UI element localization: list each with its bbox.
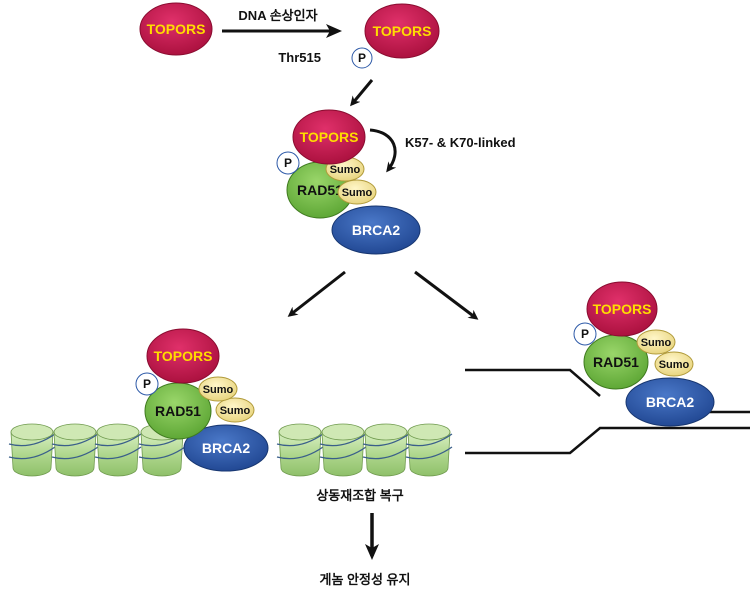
rad51-label: RAD51 [297, 182, 343, 198]
rad51-label: RAD51 [155, 403, 201, 419]
phospho-badge [351, 47, 373, 69]
topors-label: TOPORS [593, 301, 652, 317]
chromatin-fiber [8, 423, 453, 477]
dna-wrap [405, 446, 453, 460]
complex-middle: BRCA2 RAD51 Sumo Sumo TOPORS P K57- & K7… [276, 109, 516, 255]
nucleosome [51, 423, 99, 477]
sumo-label: Sumo [220, 405, 251, 417]
dna-wrap [51, 433, 99, 447]
nucleosome [94, 423, 142, 477]
dna-wrap [276, 446, 324, 460]
phospho-label: P [358, 51, 366, 65]
genome-stability-caption: 게놈 안정성 유지 [320, 572, 411, 587]
thr515-caption: Thr515 [278, 50, 321, 65]
phospho-label: P [581, 327, 589, 341]
nucleosome [362, 423, 410, 477]
dna-wrap [138, 446, 186, 460]
complex-dsb: BRCA2 RAD51 Sumo Sumo TOPORS P [573, 281, 715, 427]
dna-wrap [276, 433, 324, 447]
dna-wrap [319, 446, 367, 460]
dna-wrap [362, 446, 410, 460]
dna-wrap [94, 433, 142, 447]
phospho-label: P [143, 377, 151, 391]
topors-phosphorylated: TOPORS P Thr515 [278, 3, 440, 69]
dna-damage-caption: DNA 손상인자 [238, 8, 317, 23]
hr-repair-caption: 상동재조합 복구 [316, 488, 403, 503]
brca2-label: BRCA2 [646, 394, 694, 410]
nucleosome [8, 423, 56, 477]
sumo-label: Sumo [342, 187, 373, 199]
dna-strand-top [465, 368, 601, 397]
brca2-label: BRCA2 [202, 440, 250, 456]
nucleosome [319, 423, 367, 477]
sumoylation-arrow [369, 128, 397, 173]
rad51-label: RAD51 [593, 354, 639, 370]
nucleosome [405, 423, 453, 477]
sumo-label: Sumo [203, 384, 234, 396]
down-arrow-1 [350, 79, 374, 107]
sumo-linkage-caption: K57- & K70-linked [405, 135, 516, 150]
topors-unmodified: TOPORS [139, 2, 213, 56]
arrow-to-dsb [414, 270, 479, 320]
dna-wrap [405, 433, 453, 447]
brca2-label: BRCA2 [352, 222, 400, 238]
dna-damage-arrow: DNA 손상인자 [222, 8, 342, 38]
dna-wrap [51, 446, 99, 460]
dna-wrap [319, 433, 367, 447]
sumo-label: Sumo [641, 337, 672, 349]
dna-wrap [8, 433, 56, 447]
nucleosome [276, 423, 324, 477]
dna-strand-bottom [465, 426, 750, 455]
dna-wrap [94, 446, 142, 460]
topors-label: TOPORS [300, 129, 359, 145]
complex-chromatin: BRCA2 RAD51 Sumo Sumo TOPORS P [135, 328, 269, 472]
dna-wrap [362, 433, 410, 447]
sumo-label: Sumo [659, 359, 690, 371]
sumo-label: Sumo [330, 164, 361, 176]
dna-wrap [8, 446, 56, 460]
phospho-label: P [284, 156, 292, 170]
topors-label: TOPORS [147, 21, 206, 37]
topors-label: TOPORS [154, 348, 213, 364]
topors-label: TOPORS [373, 23, 432, 39]
arrow-to-chromatin [287, 270, 346, 317]
